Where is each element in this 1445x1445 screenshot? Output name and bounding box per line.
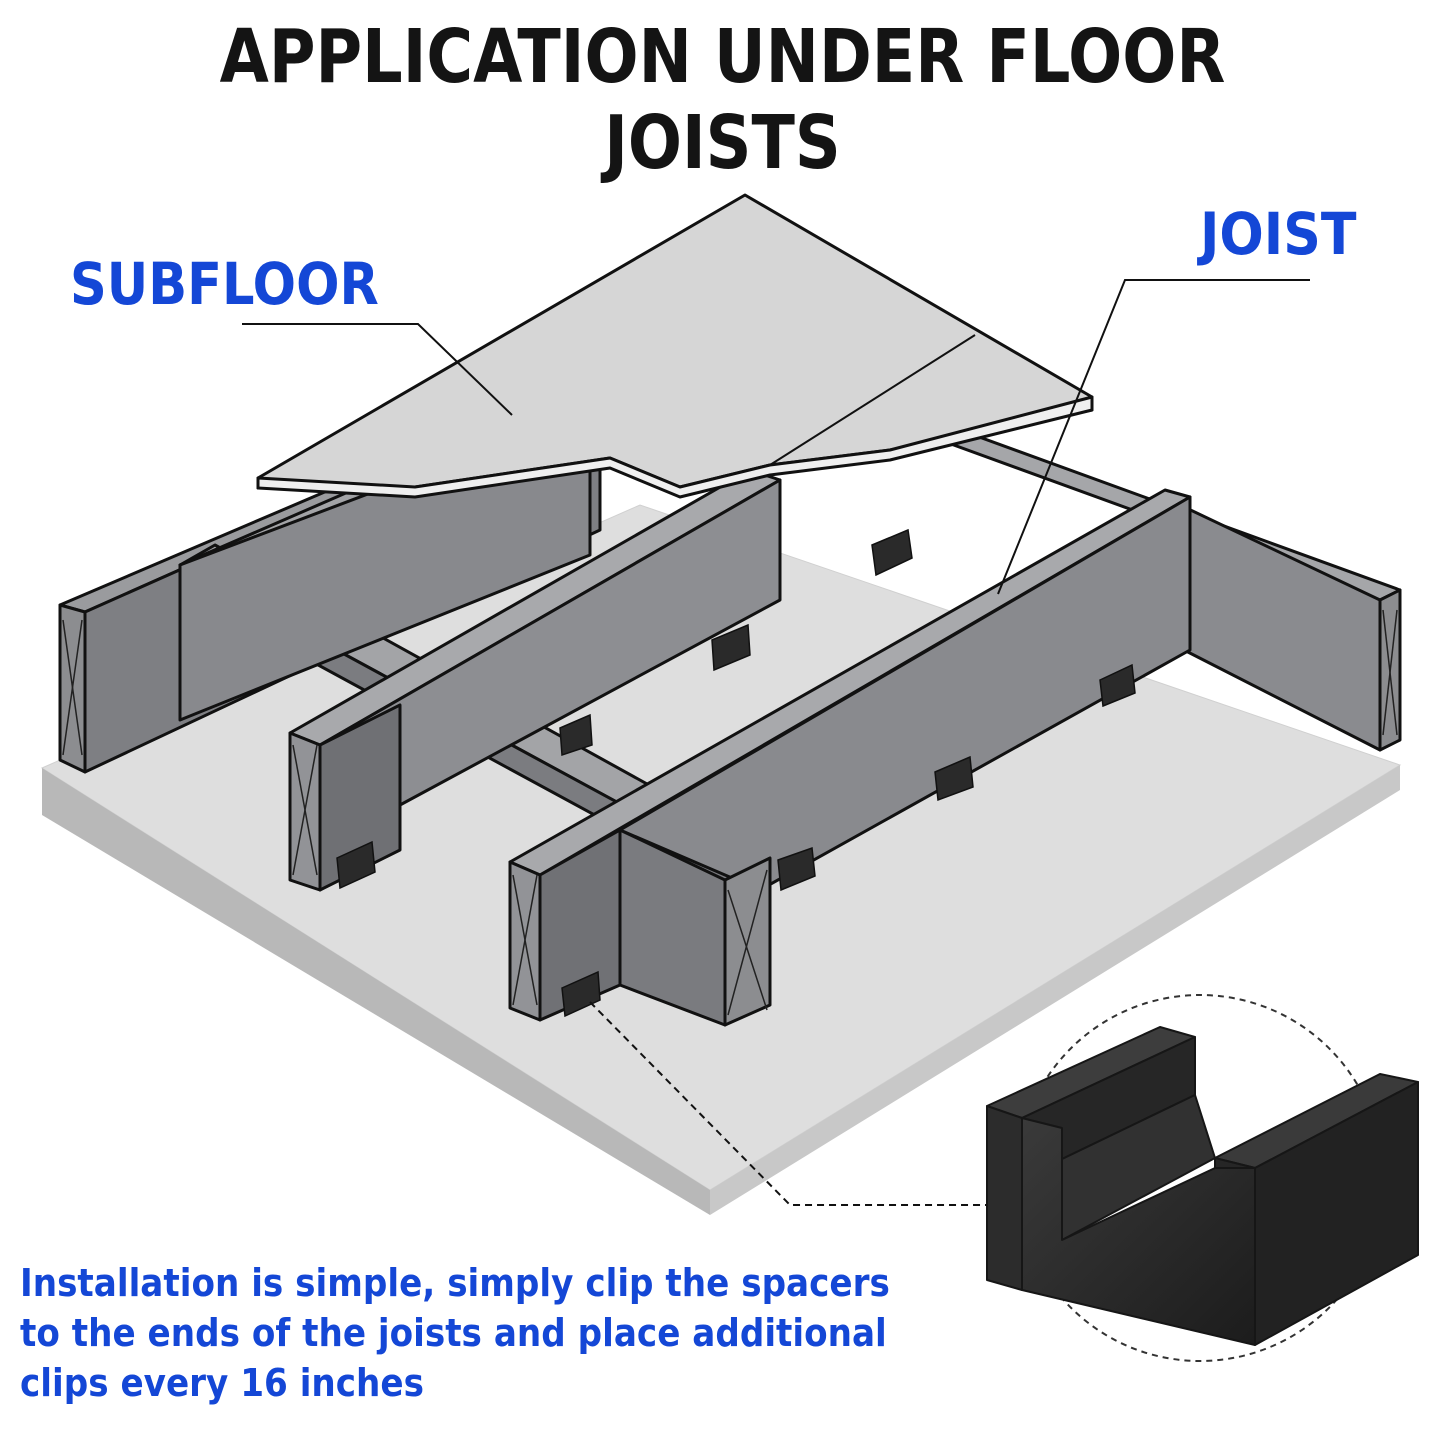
spacer-clip <box>561 970 601 1018</box>
joist-leader <box>997 279 1310 595</box>
subfloor-sheet <box>256 193 1094 499</box>
spacer-clip <box>559 713 593 757</box>
page-title: APPLICATION UNDER FLOOR JOISTS <box>219 14 1226 186</box>
joist-2 <box>288 468 782 892</box>
subfloor-label: SUBFLOOR <box>70 250 379 318</box>
spacer-leader <box>589 1001 1000 1206</box>
installation-caption: Installation is simple, simply clip the … <box>20 1261 890 1405</box>
spacer-clip <box>871 528 913 577</box>
leader-lines <box>242 279 1310 1206</box>
spacer-clip <box>711 623 751 672</box>
spacer-clip <box>777 846 816 892</box>
spacer-clip <box>934 755 974 802</box>
spacer-clip <box>336 840 376 890</box>
spacer-clips <box>336 528 1136 1018</box>
joist-3 <box>508 488 1192 1027</box>
joist-label: JOIST <box>1200 200 1357 268</box>
spacer-clip <box>1099 663 1136 708</box>
u-channel-spacer-icon <box>986 1026 1419 1346</box>
subfloor-leader <box>242 323 513 416</box>
